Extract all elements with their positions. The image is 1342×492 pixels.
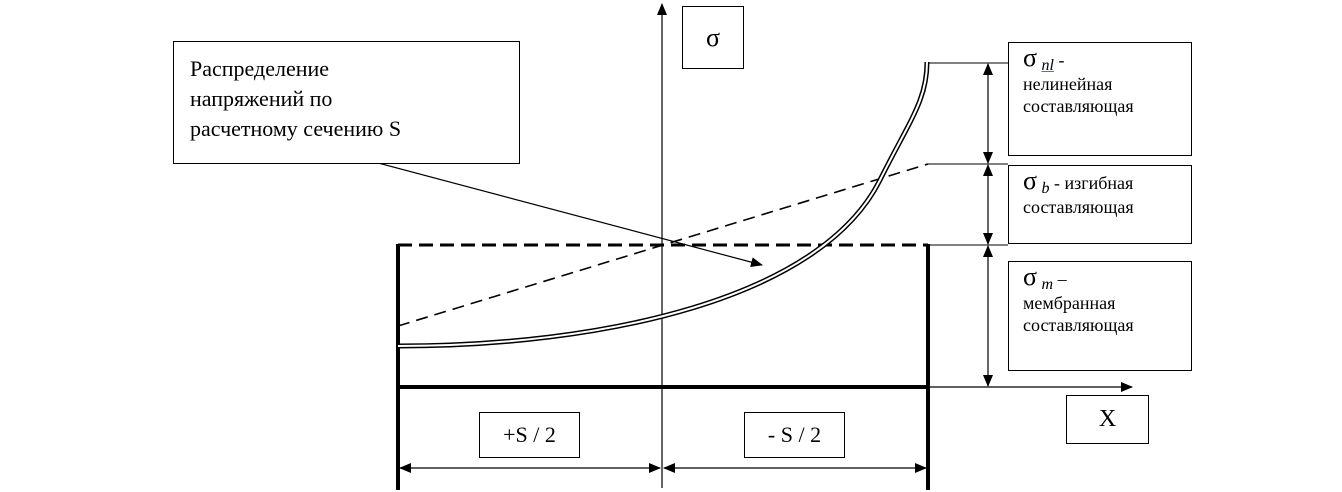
caption-line: Распределение — [190, 56, 330, 81]
sigma-symbol: σ — [1023, 166, 1038, 195]
component-description: составляющая — [1023, 315, 1134, 335]
sigma-symbol: σ — [1023, 262, 1038, 291]
component-description: нелинейная — [1023, 74, 1113, 94]
sigma-axis-label: σ — [682, 6, 744, 69]
x-axis-label: X — [1066, 395, 1149, 444]
component-subscript: b — [1041, 180, 1050, 197]
caption-box: Распределение напряжений по расчетному с… — [173, 41, 520, 164]
nonlinear-component-label: σ nl - нелинейная составляющая — [1008, 42, 1192, 156]
right-half-label: - S / 2 — [744, 412, 845, 458]
caption-line: напряжений по — [190, 86, 333, 111]
component-description: мембранная — [1023, 293, 1116, 313]
caption-pointer-arrow — [377, 162, 763, 268]
component-description: составляющая — [1023, 96, 1134, 116]
left-half-label: +S / 2 — [479, 412, 580, 458]
component-subscript: m — [1041, 276, 1054, 293]
sigma-symbol: σ — [1023, 43, 1038, 72]
component-description: составляющая — [1023, 197, 1134, 217]
membrane-component-label: σ m – мембранная составляющая — [1008, 261, 1192, 371]
component-subscript: nl — [1041, 57, 1054, 74]
bending-component-label: σ b - изгибная составляющая — [1008, 165, 1192, 244]
caption-line: расчетному сечению S — [190, 116, 402, 141]
bending-stress-line — [397, 163, 929, 327]
